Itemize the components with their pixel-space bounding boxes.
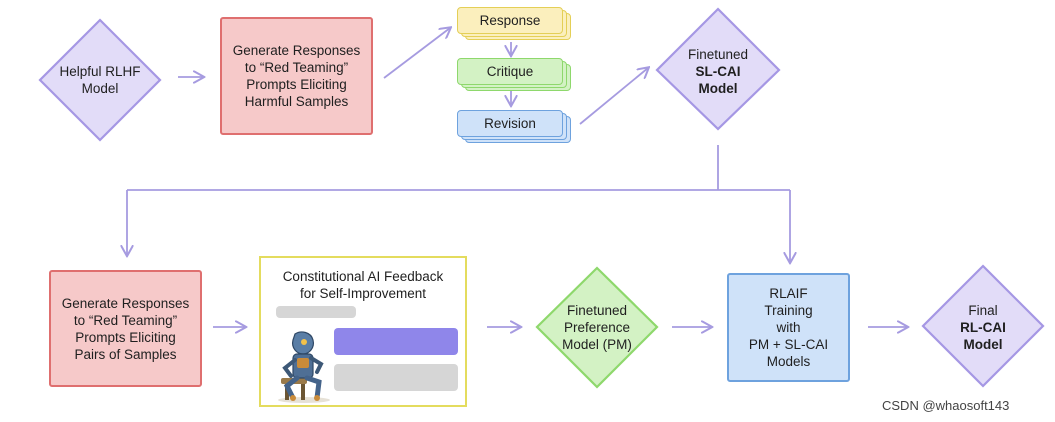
arrow-generate-to-response [383, 28, 450, 79]
response-box: Response [457, 7, 563, 34]
helpful-model-diamond [38, 18, 162, 142]
generate-pairs-box: Generate Responses to “Red Teaming” Prom… [49, 270, 202, 387]
arrow-revision-to-slcai [579, 68, 648, 125]
helpful-model-label: Helpful RLHF Model [59, 64, 141, 96]
pm-label: Finetuned Preference Model (PM) [562, 302, 632, 352]
chat-bubble-gray-top [276, 306, 356, 318]
rlaif-training-box: RLAIF Training with PM + SL-CAI Models [727, 273, 850, 382]
slcai-diamond [655, 7, 781, 131]
pm-diamond [535, 266, 659, 389]
slcai-label: Finetuned SL-CAI Model [687, 46, 749, 96]
critique-box: Critique [457, 58, 563, 85]
chat-bubble-gray-bottom [334, 364, 458, 391]
revision-box: Revision [457, 110, 563, 137]
feedback-title: Constitutional AI Feedback for Self-Impr… [282, 269, 444, 301]
final-rlcai-label: Final RL-CAI Model [960, 302, 1006, 352]
final-diamond [921, 264, 1045, 388]
generate-harmful-samples-box: Generate Responses to “Red Teaming” Prom… [220, 17, 373, 135]
robot-thinker-icon [278, 331, 330, 403]
chat-bubble-purple [334, 328, 458, 355]
constitutional-feedback-panel: Constitutional AI Feedback for Self-Impr… [259, 256, 467, 407]
csdn-watermark: CSDN @whaosoft143 [882, 398, 1010, 413]
